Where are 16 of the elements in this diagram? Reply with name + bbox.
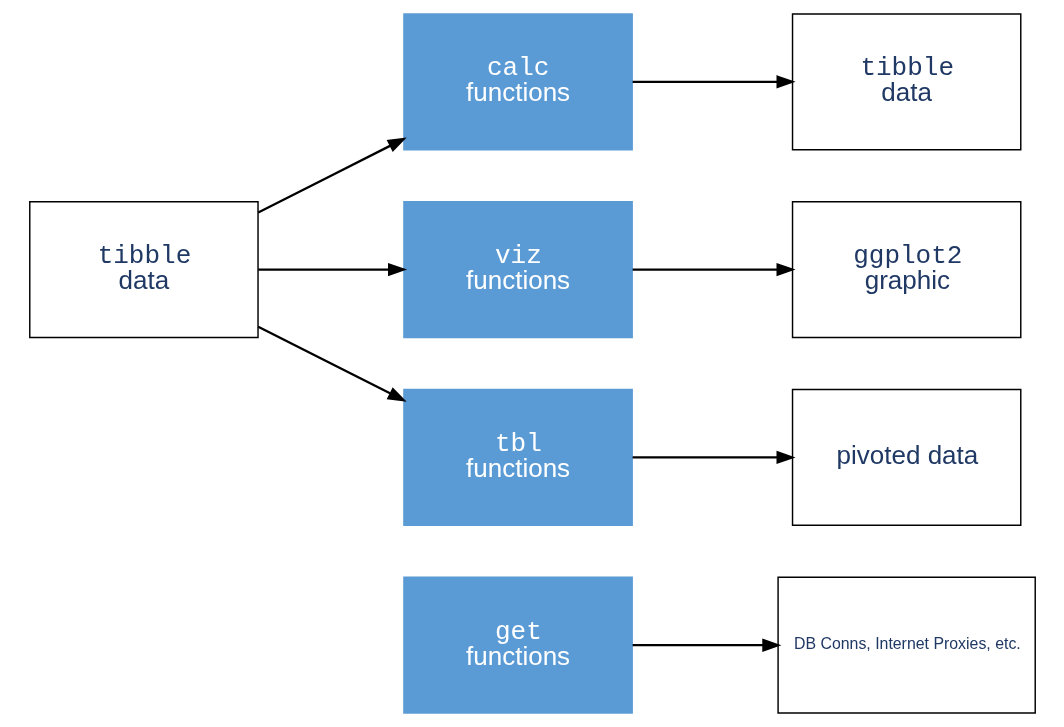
- arrow: [257, 137, 407, 214]
- arrow: [257, 262, 407, 277]
- node-box: pivoted data: [791, 388, 1021, 526]
- arrow: [257, 325, 407, 402]
- node-box: tbl functions: [402, 388, 633, 526]
- node-box: calc functions: [402, 13, 633, 151]
- node-box: DB Conns, Internet Proxies, etc.: [776, 576, 1036, 714]
- arrow: [632, 75, 796, 89]
- node-box: viz functions: [402, 201, 633, 339]
- node-box: ggplot2 graphic: [791, 201, 1021, 339]
- arrow: [632, 450, 796, 465]
- node-box: get functions: [402, 576, 633, 714]
- node-box: tibble data: [28, 201, 259, 339]
- node-box: tibble data: [791, 13, 1021, 151]
- arrow: [632, 262, 796, 277]
- arrow: [632, 638, 781, 652]
